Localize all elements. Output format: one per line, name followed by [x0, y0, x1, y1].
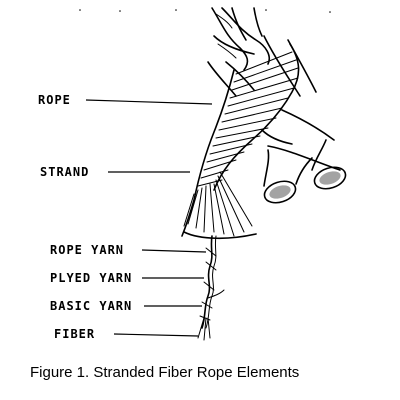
leader-rope	[85, 99, 213, 105]
leader-fiber	[113, 333, 199, 337]
leader-rope-yarn	[141, 249, 207, 253]
figure-caption: Figure 1. Stranded Fiber Rope Elements	[30, 364, 299, 381]
label-rope-yarn: ROPE YARN	[50, 243, 124, 257]
label-fiber: FIBER	[54, 327, 95, 341]
small-yarn	[197, 235, 225, 341]
upper-twists	[207, 7, 271, 97]
label-strand: STRAND	[40, 165, 89, 179]
scan-specks	[79, 9, 331, 13]
label-rope: ROPE	[38, 93, 71, 107]
label-basic-yarn: BASIC YARN	[50, 299, 132, 313]
strand-cut-ends	[263, 139, 347, 204]
label-plyed-yarn: PLYED YARN	[50, 271, 132, 285]
main-strand	[181, 43, 300, 240]
